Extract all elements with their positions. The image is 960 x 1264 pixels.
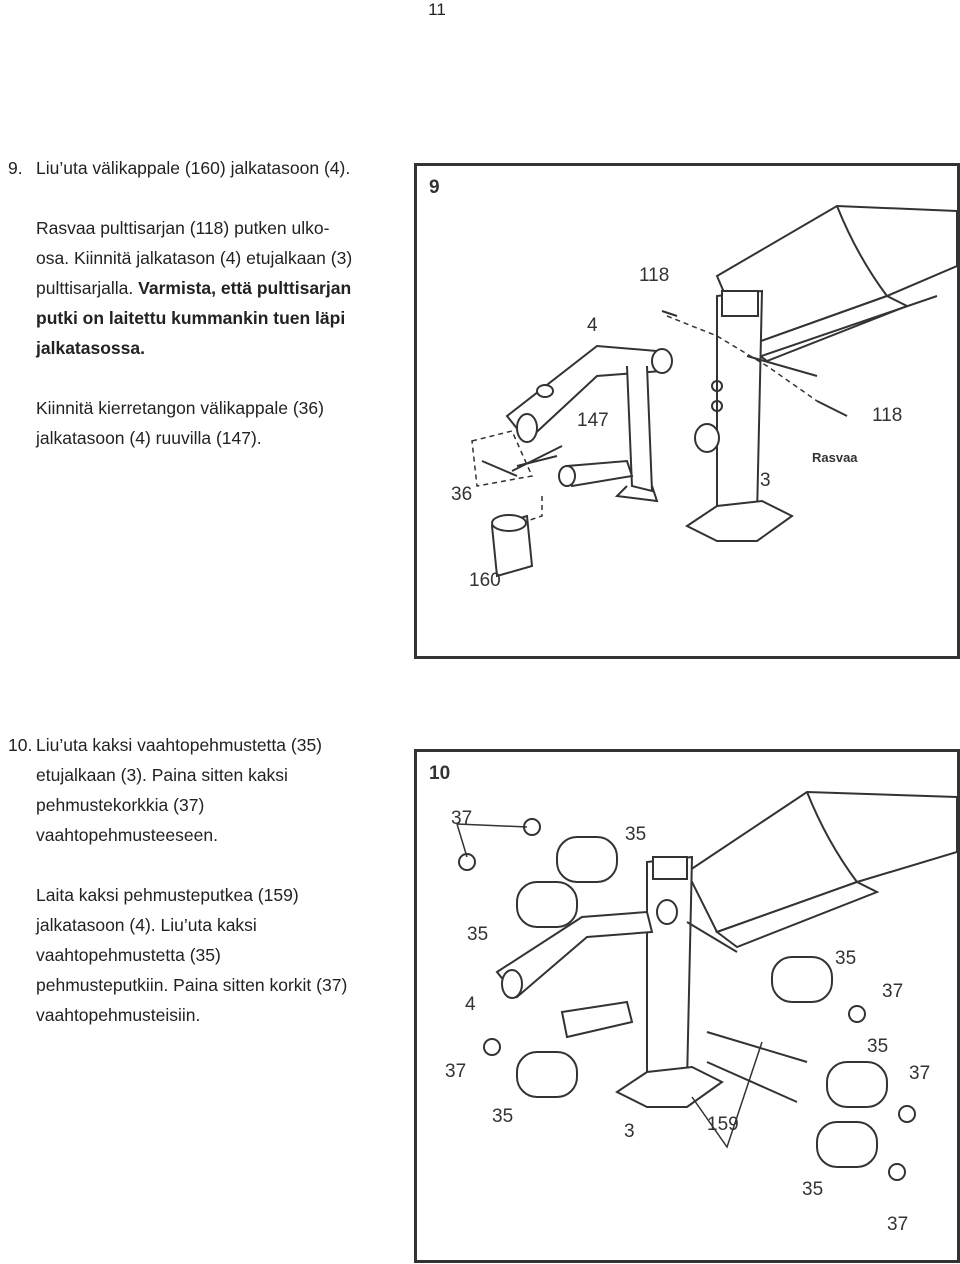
figure-9-step-label: 9 (429, 177, 440, 198)
label-36: 36 (451, 484, 472, 505)
label-118-right: 118 (872, 405, 902, 426)
figure-step-9: 9 118 4 147 118 Rasvaa 3 36 160 (414, 163, 960, 659)
label-rasvaa: Rasvaa (812, 450, 858, 465)
step-9-p2-line3: pulttisarjalla. (36, 278, 134, 298)
step-9-instructions: 9. Liu’uta välikappale (160) jalkatasoon … (8, 153, 403, 453)
step-10-p1-line3: pehmustekorkkia (37) (36, 795, 205, 815)
label-37-a: 37 (451, 808, 472, 829)
label-37-d: 37 (445, 1061, 466, 1082)
step-9-p2-bold1: Varmista, että pulttisarjan (138, 278, 352, 298)
label-3: 3 (624, 1121, 635, 1142)
label-35-e: 35 (492, 1106, 513, 1127)
page-number: 11 (428, 0, 446, 19)
step-9-p3-line1: Kiinnitä kierretangon välikappale (36) (36, 398, 324, 418)
step-9-p2-line2: osa. Kiinnitä jalkatason (4) etujalkaan … (36, 248, 353, 268)
label-37-e: 37 (887, 1214, 908, 1235)
step-9-line1: Liu’uta välikappale (160) jalkatasoon (4… (36, 158, 351, 178)
step-10-p1-line2: etujalkaan (3). Paina sitten kaksi (36, 765, 288, 785)
step-10-number: 10. (8, 735, 33, 755)
step-9-number: 9. (8, 158, 23, 178)
step-9-p2-line1: Rasvaa pulttisarjan (118) putken ulko- (36, 218, 330, 238)
label-35-c: 35 (835, 948, 856, 969)
label-4: 4 (587, 315, 598, 336)
step-10-p2-line3: vaahtopehmustetta (35) (36, 945, 221, 965)
label-37-c: 37 (909, 1063, 930, 1084)
label-37-b: 37 (882, 981, 903, 1002)
step-10-p2-line1: Laita kaksi pehmusteputkea (159) (36, 885, 299, 905)
label-3: 3 (760, 470, 771, 491)
step-10-p2-line5: vaahtopehmusteisiin. (36, 1005, 201, 1025)
figure-step-10: 10 37 35 35 4 35 37 35 37 37 35 3 159 35… (414, 749, 960, 1263)
step-9-p3-line2: jalkatasoon (4) ruuvilla (147). (36, 428, 262, 448)
label-147: 147 (577, 410, 609, 431)
label-118-top: 118 (639, 265, 669, 286)
figure-9-drawing: 9 118 4 147 118 Rasvaa 3 36 160 (429, 177, 957, 591)
figure-10-drawing: 10 37 35 35 4 35 37 35 37 37 35 3 159 35… (429, 763, 957, 1235)
label-159: 159 (707, 1114, 739, 1135)
step-10-instructions: 10.Liu’uta kaksi vaahtopehmustetta (35) … (8, 730, 403, 1030)
figure-10-step-label: 10 (429, 763, 450, 784)
label-35-b: 35 (467, 924, 488, 945)
step-10-p2-line2: jalkatasoon (4). Liu’uta kaksi (36, 915, 257, 935)
label-4: 4 (465, 994, 476, 1015)
label-35-a: 35 (625, 824, 646, 845)
step-10-p1-line4: vaahtopehmusteeseen. (36, 825, 218, 845)
step-9-p2-bold3: jalkatasossa. (36, 338, 145, 358)
label-35-f: 35 (802, 1179, 823, 1200)
step-9-p2-bold2: putki on laitettu kummankin tuen läpi (36, 308, 346, 328)
label-160: 160 (469, 570, 501, 591)
step-10-p1-line1: Liu’uta kaksi vaahtopehmustetta (35) (36, 735, 322, 755)
label-35-d: 35 (867, 1036, 888, 1057)
step-10-p2-line4: pehmusteputkiin. Paina sitten korkit (37… (36, 975, 348, 995)
